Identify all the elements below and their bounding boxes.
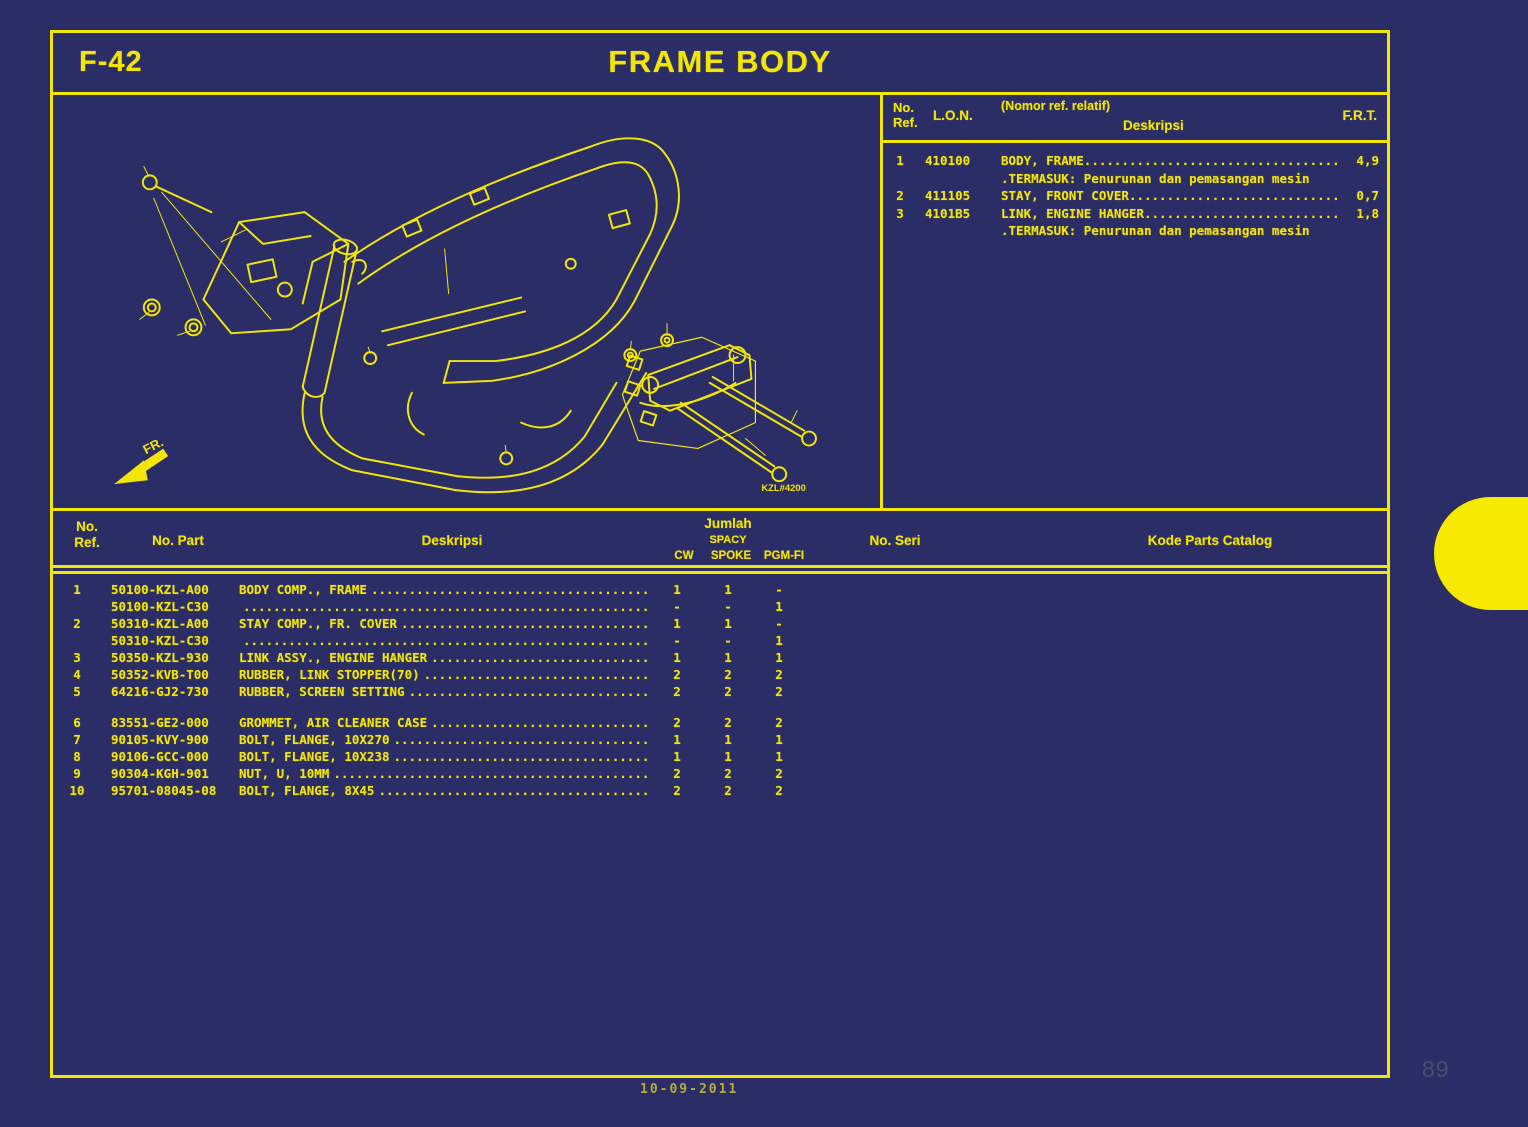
frame-line-art: FR. KZL#4200: [114, 137, 817, 494]
parts-table-header: No. Ref. No. Part Deskripsi Jumlah SPACY…: [53, 511, 1387, 565]
diagram-code: KZL#4200: [761, 482, 806, 493]
parts-header-pgmfi: PGM-FI: [763, 550, 805, 562]
parts-table-row: 5 64216-GJ2-730 RUBBER, SCREEN SETTING..…: [73, 684, 783, 699]
ref-header-nomor-note: (Nomor ref. relatif): [1001, 99, 1111, 113]
ref-table-row: .TERMASUK: Penurunan dan pemasangan mesi…: [1001, 170, 1310, 186]
upper-section: FR. KZL#4200 No. Ref. L.O.N. (Nomor ref.…: [53, 95, 1387, 511]
ref-header-lon: L.O.N.: [933, 108, 973, 123]
parts-header-deskripsi: Deskripsi: [421, 533, 483, 548]
header-rule-1: [53, 565, 1387, 568]
title-bar: F-42 FRAME BODY: [53, 33, 1387, 95]
ref-header-no: No.: [893, 100, 914, 115]
parts-table-row: 1 50100-KZL-A00 BODY COMP., FRAME.......…: [73, 582, 783, 597]
page-number: 89: [1422, 1056, 1450, 1082]
parts-header-part: No. Part: [152, 533, 204, 548]
footer-date: 10-09-2011: [640, 1082, 739, 1093]
ref-table-header: No. Ref. L.O.N. (Nomor ref. relatif) Des…: [883, 95, 1387, 143]
parts-table-row: 7 90105-KVY-900 BOLT, FLANGE, 10X270....…: [73, 732, 783, 747]
ref-table-row: 3 4101B5 LINK, ENGINE HANGER............…: [896, 205, 1379, 221]
parts-table-rows: 1 50100-KZL-A00 BODY COMP., FRAME.......…: [53, 581, 1387, 799]
parts-table-row: 6 83551-GE2-000 GROMMET, AIR CLEANER CAS…: [73, 715, 783, 730]
parts-table-row: [53, 700, 1387, 714]
parts-header-jumlah: Jumlah: [704, 516, 752, 531]
parts-table-row: 8 90106-GCC-000 BOLT, FLANGE, 10X238....…: [73, 749, 783, 764]
parts-table-row: 2 50310-KZL-A00 STAY COMP., FR. COVER...…: [73, 616, 783, 631]
catalog-page: F-42 FRAME BODY: [50, 30, 1390, 1078]
parts-table-row: 50100-KZL-C30 ..........................…: [111, 599, 783, 614]
ref-table-row: .TERMASUK: Penurunan dan pemasangan mesi…: [1001, 223, 1310, 238]
ref-header-deskripsi: Deskripsi: [1123, 118, 1184, 133]
ref-header-ref: Ref.: [893, 115, 918, 130]
ref-table-row: 2 411105 STAY, FRONT COVER..............…: [896, 188, 1379, 203]
header-rule-2: [53, 571, 1387, 574]
ref-header-frt: F.R.T.: [1342, 108, 1377, 123]
parts-table-row: 4 50352-KVB-T00 RUBBER, LINK STOPPER(70)…: [73, 667, 783, 682]
parts-header-cw: CW: [674, 550, 694, 562]
page-code: F-42: [79, 46, 143, 78]
parts-table-row: 3 50350-KZL-930 LINK ASSY., ENGINE HANGE…: [73, 650, 783, 665]
parts-header-spoke: SPOKE: [710, 550, 752, 562]
parts-header-kode: Kode Parts Catalog: [1147, 533, 1273, 548]
page-title: FRAME BODY: [608, 44, 832, 79]
fr-direction-arrow: FR.: [114, 434, 169, 485]
ref-table: No. Ref. L.O.N. (Nomor ref. relatif) Des…: [880, 95, 1387, 508]
diagram-callouts: [53, 95, 880, 508]
exploded-diagram: FR. KZL#4200: [53, 95, 880, 508]
parts-header-no: No.: [76, 519, 98, 534]
parts-table-row: 50310-KZL-C30 ..........................…: [111, 633, 783, 648]
parts-table-row: 10 95701-08045-08 BOLT, FLANGE, 8X45....…: [69, 783, 783, 798]
parts-header-seri: No. Seri: [869, 533, 921, 548]
parts-table-row: 9 90304-KGH-901 NUT, U, 10MM............…: [73, 766, 783, 781]
page-curl-tab[interactable]: [1434, 497, 1528, 610]
parts-header-spacy: SPACY: [709, 534, 747, 546]
ref-table-rows: 1 410100 BODY, FRAME....................…: [883, 143, 1387, 240]
ref-table-row: 1 410100 BODY, FRAME....................…: [896, 153, 1379, 168]
parts-header-ref: Ref.: [74, 535, 100, 550]
